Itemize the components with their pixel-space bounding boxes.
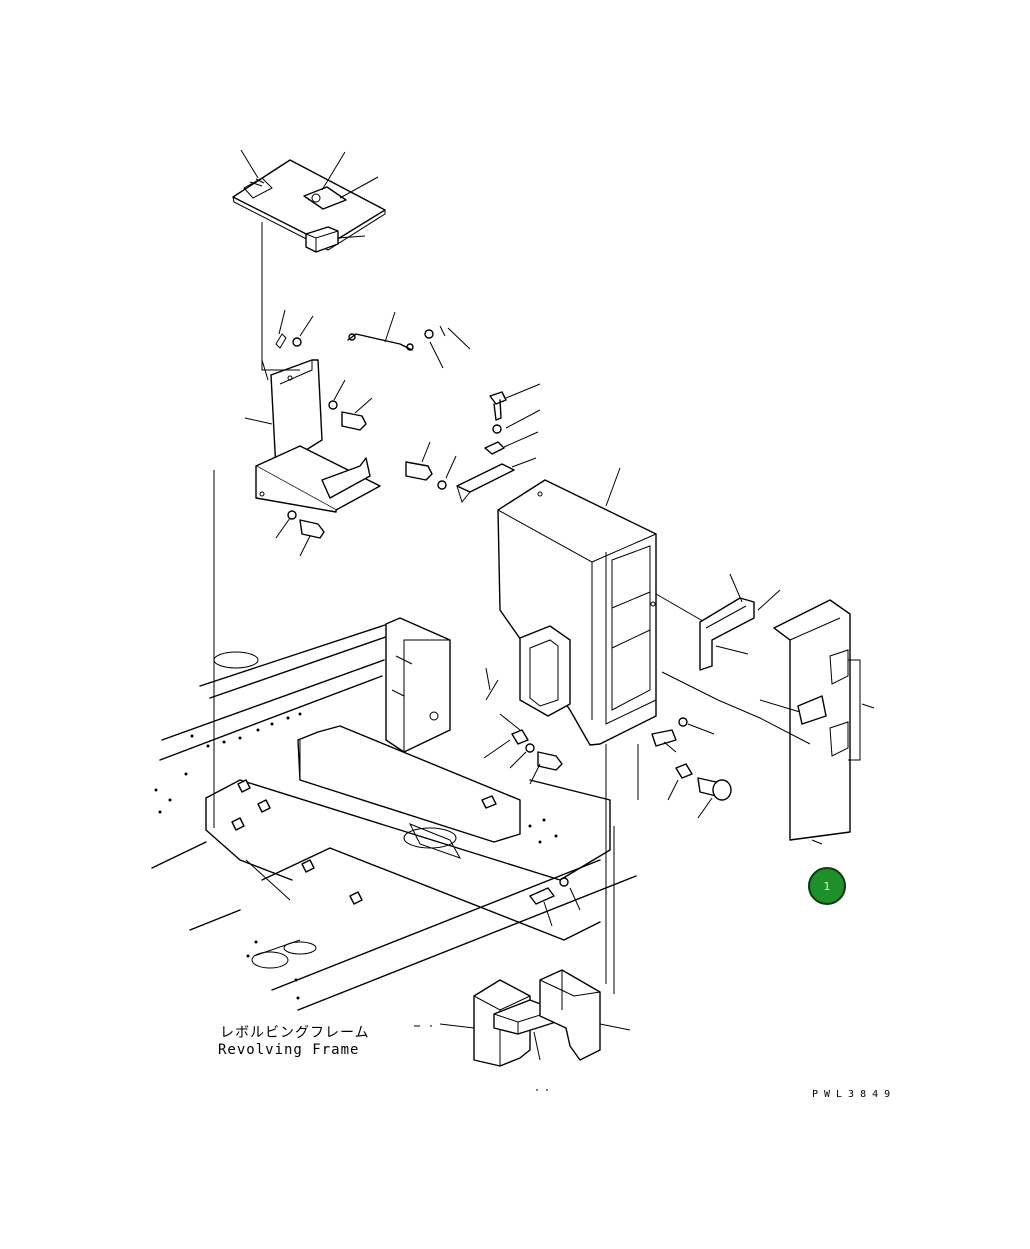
handle bbox=[699, 573, 781, 671]
top-cover-plate bbox=[232, 159, 386, 253]
center-bolts bbox=[405, 383, 541, 504]
lower-bolts bbox=[483, 717, 732, 927]
bottom-blocks bbox=[414, 969, 631, 1091]
assembly-lines bbox=[213, 222, 639, 994]
side-door bbox=[661, 599, 875, 845]
revolving-frame-label-jp: レボルビングフレーム bbox=[220, 1025, 370, 1041]
pin-rod-group bbox=[275, 309, 471, 369]
revolving-frame bbox=[151, 617, 637, 1011]
callout-marker-1[interactable]: 1 bbox=[808, 867, 846, 905]
top-leader-lines bbox=[240, 149, 379, 239]
revolving-frame-label-en: Revolving Frame bbox=[218, 1042, 360, 1058]
left-bracket bbox=[244, 359, 381, 557]
misc-leaders bbox=[485, 667, 499, 701]
main-cabinet bbox=[497, 467, 709, 746]
callout-number: 1 bbox=[823, 879, 831, 893]
drawing-number: PWL3849 bbox=[812, 1089, 897, 1100]
frame-holes bbox=[154, 712, 558, 1000]
